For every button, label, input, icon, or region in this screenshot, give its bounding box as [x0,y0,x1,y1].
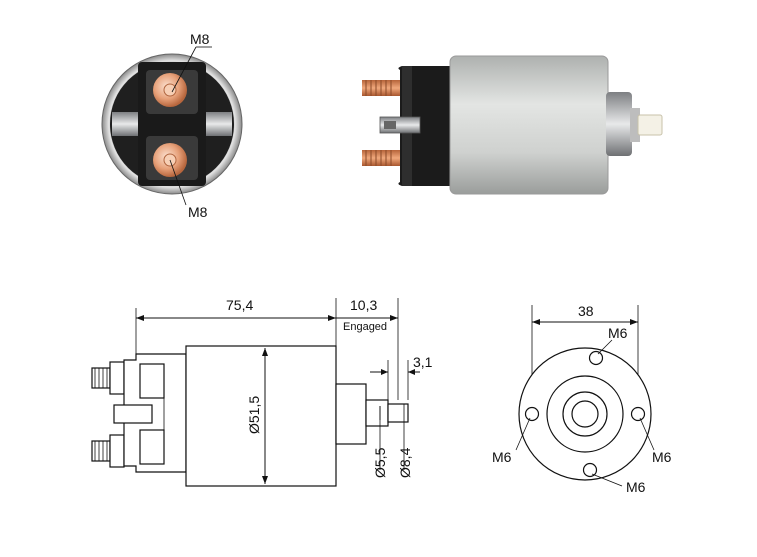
drawing-stud-bottom [91,434,125,468]
label-hole-top: M6 [608,325,628,341]
dim-stroke-length: 10,3 [350,297,377,313]
copper-stud-top [362,80,404,96]
dim-body-length: 75,4 [226,297,253,313]
stroke-note: Engaged [343,321,387,333]
drawing-spade [113,404,153,424]
front-drawing: 38 M6 M6 M6 M6 [492,303,672,495]
stud-threads [365,80,392,166]
spade-slot [384,121,396,129]
mount-hole-right [630,406,646,422]
front-plate [606,92,632,156]
label-bottom-terminal: M8 [188,204,208,220]
grey-housing [449,55,609,195]
photo-side-view [362,55,663,195]
terminal-stud-top [163,83,177,97]
label-hole-right: M6 [652,449,672,465]
plunger-tip [637,114,663,136]
plunger-bushing [630,108,640,142]
drawing-nose [335,383,367,445]
mount-hole-bottom [582,462,598,478]
label-hole-left: M6 [492,449,512,465]
dim-hole-spacing: 38 [578,303,594,319]
dim-tip-diameter: Ø8,4 [397,447,413,478]
front-bore-inner [571,400,599,428]
drawing-plunger-tip [387,403,409,423]
label-hole-bottom: M6 [626,479,646,495]
mount-hole-left [524,406,540,422]
drawing-stud-top [91,361,125,395]
drawing-body [185,345,337,487]
copper-stud-bottom [362,150,404,166]
dim-body-diameter: Ø51,5 [246,396,262,434]
label-top-terminal: M8 [190,31,210,47]
leader-line-top [171,46,197,93]
dim-plunger-gap: 3,1 [413,354,433,370]
dim-shaft-diameter: Ø5,5 [372,447,388,478]
side-drawing: 75,4 10,3 Engaged Ø51,5 [91,297,433,487]
photo-end-view: M8 M8 [101,31,243,220]
mount-hole-top [588,350,604,366]
leader-line-bottom [169,159,187,206]
